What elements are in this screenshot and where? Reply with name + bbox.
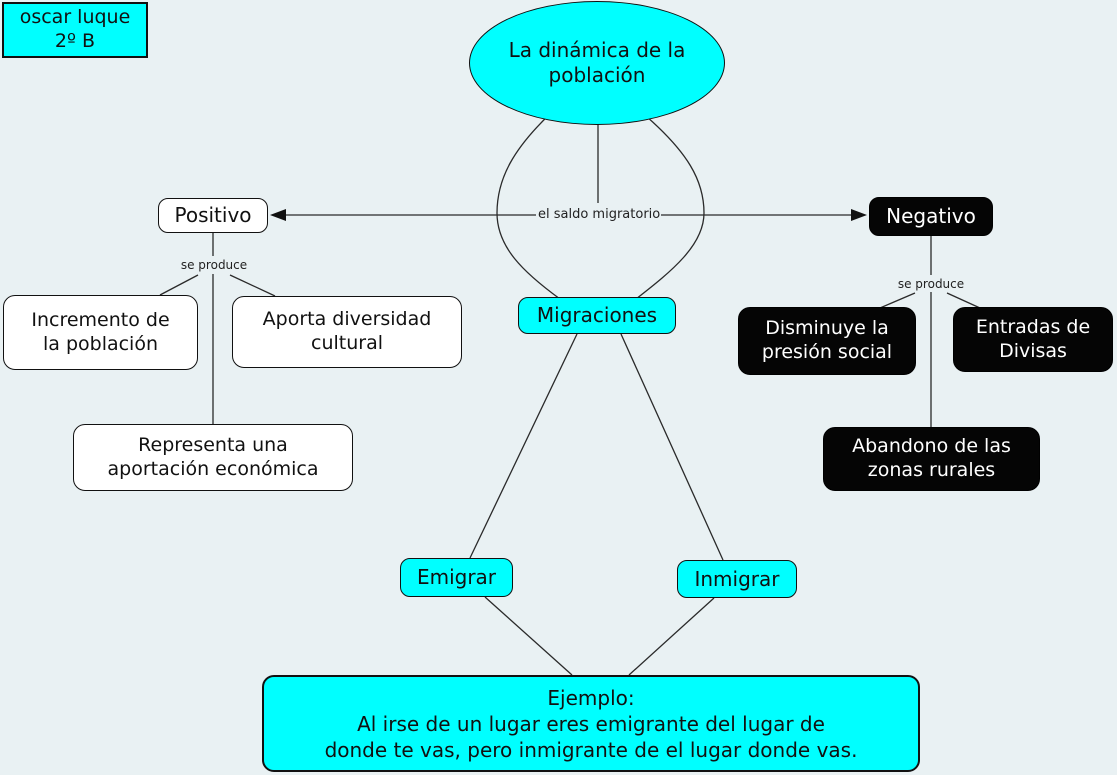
- line-seproduce-to-incremento: [159, 274, 199, 296]
- node-negativo[interactable]: Negativo: [869, 197, 993, 236]
- curve-root-to-migraciones-left: [496, 111, 561, 300]
- node-entradas-divisas[interactable]: Entradas de Divisas: [953, 307, 1113, 372]
- arrowhead-to-negativo: [851, 209, 867, 221]
- node-abandono-rural[interactable]: Abandono de las zonas rurales: [823, 427, 1040, 491]
- node-disminuye-presion[interactable]: Disminuye la presión social: [738, 307, 916, 375]
- node-aporta-diversidad[interactable]: Aporta diversidad cultural: [232, 296, 462, 368]
- line-seproduce-to-disminuye: [879, 292, 916, 309]
- node-emigrar[interactable]: Emigrar: [400, 558, 513, 597]
- node-incremento-poblacion[interactable]: Incremento de la población: [3, 295, 198, 370]
- line-emigrar-to-ejemplo: [484, 596, 573, 676]
- line-migraciones-to-emigrar: [469, 333, 578, 559]
- curve-root-to-migraciones-right: [635, 115, 705, 300]
- line-seproduce-to-aporta: [229, 274, 276, 297]
- linking-phrase-se-produce-right[interactable]: se produce: [897, 277, 965, 291]
- node-migraciones[interactable]: Migraciones: [518, 297, 676, 334]
- linking-phrase-saldo-migratorio[interactable]: el saldo migratorio: [538, 207, 661, 222]
- node-aportacion-economica[interactable]: Representa una aportación económica: [73, 424, 353, 491]
- author-box[interactable]: oscar luque 2º B: [2, 2, 148, 58]
- linking-phrase-se-produce-left[interactable]: se produce: [180, 258, 248, 272]
- line-seproduce-to-entradas: [946, 292, 981, 309]
- node-positivo[interactable]: Positivo: [158, 198, 268, 233]
- line-migraciones-to-inmigrar: [620, 333, 724, 561]
- root-concept-ellipse[interactable]: La dinámica de la población: [469, 1, 725, 125]
- node-ejemplo[interactable]: Ejemplo: Al irse de un lugar eres emigra…: [262, 675, 920, 772]
- line-inmigrar-to-ejemplo: [628, 597, 715, 676]
- arrowhead-to-positivo: [270, 209, 286, 221]
- node-inmigrar[interactable]: Inmigrar: [677, 560, 797, 598]
